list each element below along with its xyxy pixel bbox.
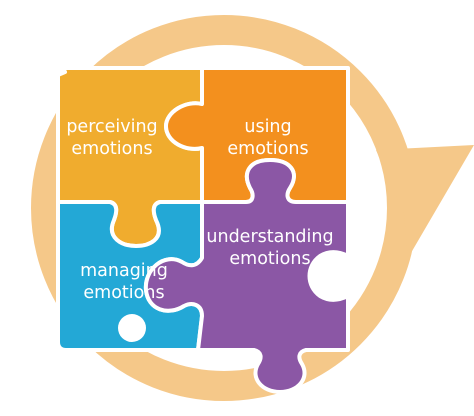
managing-notch: [118, 314, 146, 342]
using-label-line1: using: [244, 117, 291, 137]
piece-understanding: [143, 158, 350, 394]
managing-label-line2: emotions: [83, 283, 164, 303]
ring-arrow-head: [376, 145, 474, 258]
understanding-label-line2: emotions: [229, 249, 310, 269]
perceiving-label-line2: emotions: [71, 139, 152, 159]
understanding-label-line1: understanding: [206, 227, 333, 247]
perceiving-label-line1: perceiving: [66, 117, 157, 137]
ring-arrow: [31, 15, 474, 401]
managing-label-line1: managing: [80, 261, 168, 281]
using-label-line2: emotions: [227, 139, 308, 159]
